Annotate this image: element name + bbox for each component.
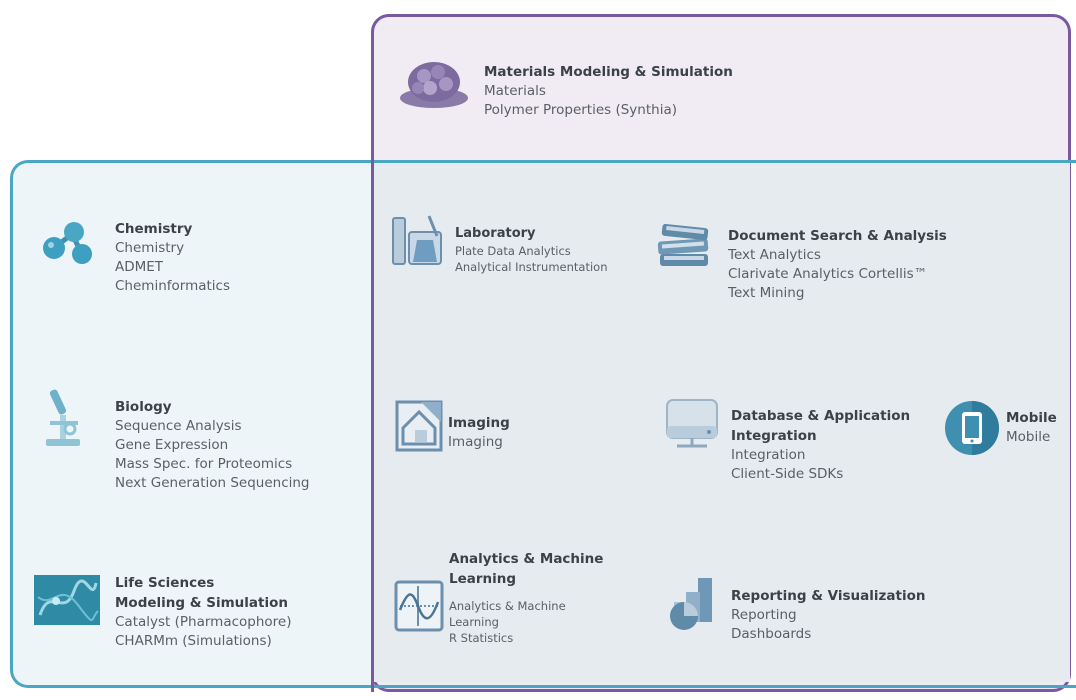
biology-item: Sequence Analysis bbox=[115, 418, 242, 434]
reporting-title: Reporting & Visualization bbox=[731, 588, 926, 604]
mobile-tablet-icon bbox=[944, 400, 1000, 460]
life-sciences-item: Catalyst (Pharmacophore) bbox=[115, 614, 292, 630]
imaging-icon bbox=[395, 398, 447, 458]
biology-item: Next Generation Sequencing bbox=[115, 475, 310, 491]
lab-glassware-icon bbox=[389, 214, 449, 274]
microscope-icon bbox=[40, 385, 90, 453]
sine-graph-icon bbox=[394, 580, 446, 638]
document-search-block: Document Search & Analysis Text Analytic… bbox=[728, 226, 947, 303]
chemistry-item: Chemistry bbox=[115, 240, 185, 256]
materials-title: Materials Modeling & Simulation bbox=[484, 64, 733, 80]
protein-structure-icon bbox=[34, 575, 100, 629]
imaging-title: Imaging bbox=[448, 415, 510, 431]
materials-molecule-icon bbox=[398, 58, 470, 118]
document-search-item: Clarivate Analytics Cortellis™ bbox=[728, 266, 928, 282]
life-sciences-region bbox=[10, 160, 1076, 688]
reporting-item: Reporting bbox=[731, 607, 797, 623]
database-block: Database & Application Integration Integ… bbox=[731, 406, 910, 484]
database-item: Integration bbox=[731, 447, 806, 463]
database-item: Client-Side SDKs bbox=[731, 466, 844, 482]
analytics-item: R Statistics bbox=[449, 631, 514, 645]
document-search-title: Document Search & Analysis bbox=[728, 228, 947, 244]
biology-item: Gene Expression bbox=[115, 437, 229, 453]
life-sciences-block: Life Sciences Modeling & Simulation Cata… bbox=[115, 573, 292, 651]
books-icon bbox=[656, 220, 714, 274]
bar-chart-icon bbox=[664, 574, 720, 636]
reporting-item: Dashboards bbox=[731, 626, 812, 642]
biology-item: Mass Spec. for Proteomics bbox=[115, 456, 293, 472]
analytics-block: Analytics & Machine Learning R Statistic… bbox=[449, 598, 566, 646]
materials-region-divider bbox=[371, 160, 374, 692]
analytics-item: Learning bbox=[449, 615, 499, 629]
analytics-title-block: Analytics & Machine Learning bbox=[449, 549, 603, 589]
laboratory-item: Plate Data Analytics bbox=[455, 244, 571, 258]
materials-item: Materials bbox=[484, 83, 546, 99]
biology-block: Biology Sequence Analysis Gene Expressio… bbox=[115, 397, 310, 493]
life-sciences-title: Life Sciences bbox=[115, 575, 215, 591]
mobile-item: Mobile bbox=[1006, 429, 1051, 445]
chemistry-block: Chemistry Chemistry ADMET Cheminformatic… bbox=[115, 219, 230, 296]
life-sciences-item: CHARMm (Simulations) bbox=[115, 633, 272, 649]
chemistry-item: ADMET bbox=[115, 259, 164, 275]
analytics-item: Analytics & Machine bbox=[449, 599, 566, 613]
document-search-item: Text Analytics bbox=[728, 247, 821, 263]
chemistry-item: Cheminformatics bbox=[115, 278, 230, 294]
database-server-icon bbox=[665, 398, 721, 458]
mobile-title: Mobile bbox=[1006, 410, 1057, 426]
life-sciences-title-line2: Modeling & Simulation bbox=[115, 595, 288, 611]
analytics-title: Analytics & Machine bbox=[449, 551, 604, 567]
laboratory-title: Laboratory bbox=[455, 226, 536, 241]
laboratory-block: Laboratory Plate Data Analytics Analytic… bbox=[455, 224, 607, 275]
imaging-block: Imaging Imaging bbox=[448, 413, 510, 452]
materials-block: Materials Modeling & Simulation Material… bbox=[484, 62, 733, 120]
mobile-block: Mobile Mobile bbox=[1006, 408, 1057, 447]
imaging-item: Imaging bbox=[448, 434, 503, 450]
database-title: Database & Application bbox=[731, 408, 911, 424]
reporting-block: Reporting & Visualization Reporting Dash… bbox=[731, 586, 925, 644]
database-title-line2: Integration bbox=[731, 428, 817, 444]
document-search-item: Text Mining bbox=[728, 285, 805, 301]
analytics-title-line2: Learning bbox=[449, 571, 517, 587]
biology-title: Biology bbox=[115, 399, 172, 415]
chemistry-molecule-icon bbox=[38, 218, 98, 272]
chemistry-title: Chemistry bbox=[115, 221, 193, 237]
laboratory-item: Analytical Instrumentation bbox=[455, 260, 608, 274]
materials-item: Polymer Properties (Synthia) bbox=[484, 102, 677, 118]
